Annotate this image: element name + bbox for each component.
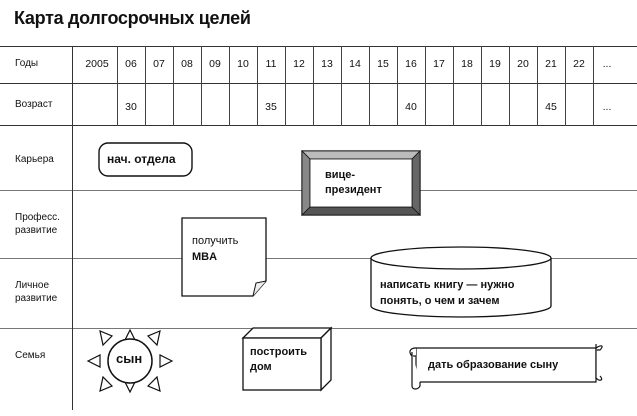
goal-head-of-dept: нач. отдела — [107, 152, 176, 166]
goal-house-line1: построить — [250, 346, 308, 358]
education-scroll-shape — [409, 344, 603, 390]
year-cell: 08 — [181, 58, 193, 70]
age-cell: 45 — [545, 101, 557, 113]
year-cell: 15 — [377, 58, 389, 70]
goal-mba-line2: MBA — [192, 251, 218, 263]
grid-line-age — [0, 125, 637, 126]
year-cell: 2005 — [85, 58, 109, 70]
grid-line-years — [0, 83, 637, 84]
page-title: Карта долгосрочных целей — [14, 8, 251, 28]
year-col-line — [117, 46, 118, 126]
year-cell: 10 — [237, 58, 249, 70]
row-label-career: Карьера — [15, 154, 54, 165]
year-col-line — [453, 46, 454, 126]
goal-vp-line1: вице- — [325, 169, 356, 181]
goal-book-line1: написать книгу — нужно — [380, 279, 515, 291]
year-cell: 09 — [209, 58, 221, 70]
goal-education: дать образование сыну — [428, 359, 559, 371]
year-col-line — [145, 46, 146, 126]
goal-mba-line1: получить — [192, 235, 239, 247]
row-label-age: Возраст — [15, 99, 53, 110]
goal-house-line2: дом — [250, 361, 272, 373]
year-col-line — [257, 46, 258, 126]
age-cell: 35 — [265, 101, 277, 113]
year-cell: 13 — [321, 58, 333, 70]
year-col-line — [425, 46, 426, 126]
grid-line-top — [0, 46, 637, 47]
year-cell: 22 — [573, 58, 585, 70]
year-cell: 18 — [461, 58, 473, 70]
grid-line-prof — [0, 258, 637, 259]
age-cell: 40 — [405, 101, 417, 113]
row-label-family: Семья — [15, 350, 46, 361]
year-cell: 14 — [349, 58, 361, 70]
year-col-line — [285, 46, 286, 126]
year-cell: 07 — [153, 58, 165, 70]
year-col-line — [229, 46, 230, 126]
age-cell: 30 — [125, 101, 137, 113]
year-col-line — [369, 46, 370, 126]
row-label-personal-line2: развитие — [15, 293, 58, 304]
year-col-line — [509, 46, 510, 126]
left-axis-line — [72, 46, 73, 410]
book-cylinder-shape — [370, 246, 552, 318]
vp-bevel-box — [301, 150, 421, 216]
year-col-line — [397, 46, 398, 126]
mba-note-shape — [181, 217, 267, 297]
year-col-line — [565, 46, 566, 126]
year-cell: 12 — [293, 58, 305, 70]
year-cell: ... — [602, 58, 612, 70]
year-cell: 17 — [433, 58, 445, 70]
goal-vp-line2: президент — [325, 184, 382, 196]
year-cell: 20 — [517, 58, 529, 70]
year-col-line — [173, 46, 174, 126]
row-label-prof-line1: Професс. — [15, 212, 60, 223]
age-cell: ... — [602, 101, 612, 113]
row-label-personal-line1: Личное — [15, 280, 50, 291]
year-col-line — [341, 46, 342, 126]
year-col-line — [313, 46, 314, 126]
year-cell: 16 — [405, 58, 417, 70]
house-box-shape — [241, 326, 333, 392]
year-col-line — [201, 46, 202, 126]
head-of-dept-box — [98, 142, 193, 177]
year-col-line — [537, 46, 538, 126]
goal-son: сын — [116, 351, 143, 366]
year-col-line — [593, 46, 594, 126]
goal-book-line2: понять, о чем и зачем — [380, 295, 500, 307]
row-label-years: Годы — [15, 58, 39, 69]
year-cell: 19 — [489, 58, 501, 70]
year-cell: 06 — [125, 58, 137, 70]
year-col-line — [481, 46, 482, 126]
year-cell: 21 — [545, 58, 557, 70]
row-label-prof-line2: развитие — [15, 225, 58, 236]
year-cell: 11 — [265, 58, 277, 70]
sun-shape — [86, 328, 174, 394]
